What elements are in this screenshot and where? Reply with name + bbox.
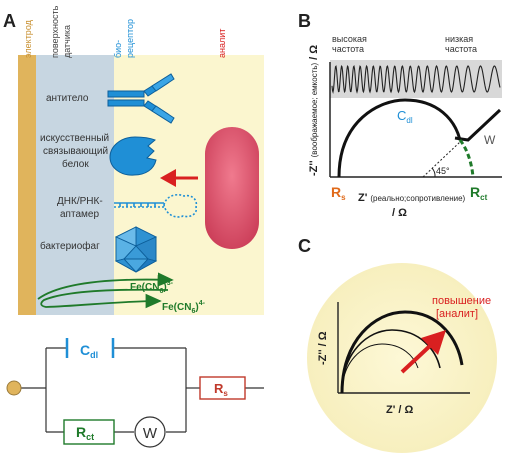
x-axis-title-c: Z' / Ω: [386, 404, 414, 416]
rct-resistor: [63, 419, 115, 445]
rs-resistor: [199, 376, 246, 400]
y-axis-title-b: -Z''(воображаемое;емкость)/ Ω: [308, 45, 320, 176]
receptor-label-1: био-: [113, 40, 123, 58]
analyte-label: аналит: [217, 29, 227, 58]
electrode-strip: [18, 55, 36, 315]
bacteriophage-icon: [114, 226, 158, 273]
sensor-surface: [36, 55, 114, 315]
equivalent-circuit: [20, 347, 264, 433]
cdl-capacitor: [65, 338, 115, 358]
surface-label-1: поверхность: [50, 5, 60, 58]
x-axis-unit-b: / Ω: [392, 207, 407, 219]
nyquist-curve-large: [340, 310, 464, 394]
aptamer-label-2: аптамер: [60, 209, 99, 220]
y-axis-title-c: -Z'' / Ω: [317, 331, 329, 365]
nyquist-axes-c: [337, 302, 470, 394]
electrode-label: электрод: [23, 19, 33, 58]
semicircle-extrapolation: [458, 139, 475, 178]
receptor-label-2: рецептор: [125, 19, 135, 58]
increase-label-2: [аналит]: [436, 308, 478, 320]
warburg-curve-label: W: [484, 133, 496, 147]
rs-axis-label: Rs: [331, 184, 346, 202]
cdl-curve-label: Cdl: [397, 108, 413, 125]
angle-label: 45°: [436, 166, 450, 176]
panel-b-letter: B: [298, 11, 311, 31]
high-freq-label-1: высокая: [332, 34, 367, 44]
nyquist-axes-b: [329, 62, 502, 178]
protein-label-3: белок: [62, 158, 89, 170]
redox-species-2: Fe(CN6)4-: [162, 300, 206, 315]
cdl-label: Cdl: [80, 342, 98, 360]
surface-label-2: датчика: [62, 25, 72, 58]
analyte-shape: [205, 127, 259, 249]
nyquist-semicircle: [337, 98, 462, 178]
warburg-tail: [454, 108, 502, 142]
increase-label-1: повышение: [432, 295, 491, 307]
increase-arrow-icon: [400, 330, 446, 374]
binding-arrow-icon: [160, 169, 198, 187]
electrode-terminal: [6, 380, 22, 396]
low-freq-label-2: частота: [445, 44, 477, 54]
protein-label-2: связывающий: [43, 146, 108, 157]
redox-cycle-arrow: [37, 272, 174, 309]
warburg-label: W: [143, 425, 158, 442]
rct-axis-label: Rct: [470, 184, 488, 202]
x-axis-title-b: Z'(реально;сопротивление): [358, 192, 466, 204]
high-freq-label-2: частота: [332, 44, 364, 54]
aptamer-icon: [114, 193, 198, 218]
aptamer-label-1: ДНК/РНК-: [57, 196, 103, 207]
angle-arc: [431, 167, 436, 178]
nyquist-curve-medium: [341, 329, 441, 394]
angle-line: [422, 141, 461, 178]
nyquist-curve-small: [341, 343, 419, 394]
rct-label: Rct: [76, 424, 94, 442]
rs-label: Rs: [214, 381, 228, 398]
low-freq-label-1: низкая: [445, 34, 473, 44]
warburg-element: [134, 416, 166, 448]
redox-species-1: Fe(CN6)3-: [130, 280, 174, 295]
panel-a-letter: A: [3, 11, 16, 31]
antibody-icon: [107, 73, 175, 124]
protein-label-1: искусственный: [40, 133, 109, 144]
panel-c-letter: C: [298, 236, 311, 256]
antibody-label: антитело: [46, 93, 89, 104]
ac-signal-wave: [331, 64, 501, 95]
binding-protein-icon: [109, 136, 157, 176]
panel-c-background: [307, 263, 497, 453]
phage-label: бактериофаг: [40, 240, 100, 252]
